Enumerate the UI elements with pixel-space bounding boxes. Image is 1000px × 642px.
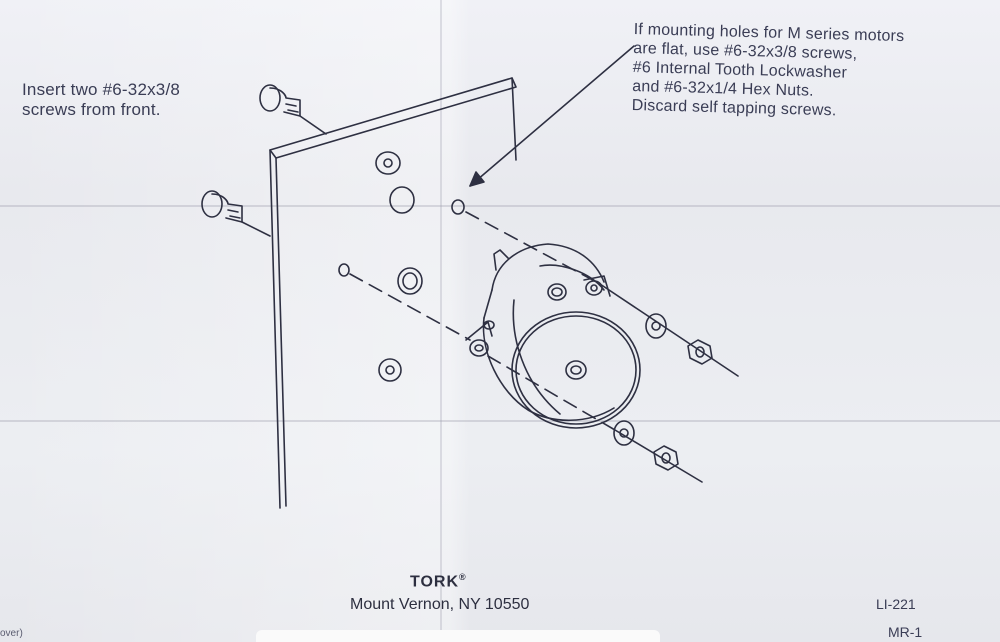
plate-holes <box>338 151 465 382</box>
callout-arrow <box>469 45 635 187</box>
model-code: MR-1 <box>888 624 923 640</box>
motor <box>465 243 641 429</box>
brand-logo: TORK® <box>410 572 467 591</box>
lockwasher-bottom <box>613 420 635 446</box>
paper-scrap <box>256 630 660 642</box>
fold-line <box>0 420 1000 422</box>
left-instruction-note: Insert two #6-32x3/8 screws from front. <box>22 80 180 120</box>
hex-nut-top <box>687 339 713 365</box>
fold-line <box>440 0 442 642</box>
company-address: Mount Vernon, NY 10550 <box>350 596 530 613</box>
alignment-lines <box>349 211 616 431</box>
left-note-line: Insert two #6-32x3/8 <box>22 80 181 99</box>
hex-nut-bottom <box>653 445 679 471</box>
screw-left <box>201 190 271 237</box>
fold-line <box>0 205 1000 207</box>
brand-name: TORK <box>410 573 460 591</box>
lockwasher-top <box>645 313 667 339</box>
left-note-line: screws from front. <box>22 100 161 119</box>
screw-top <box>259 84 327 135</box>
right-instruction-note: If mounting holes for M series motors ar… <box>632 20 905 122</box>
corner-text: over) <box>0 628 23 639</box>
document-code: LI-221 <box>876 596 916 612</box>
registered-mark: ® <box>459 572 467 582</box>
mounting-plate <box>269 77 517 509</box>
